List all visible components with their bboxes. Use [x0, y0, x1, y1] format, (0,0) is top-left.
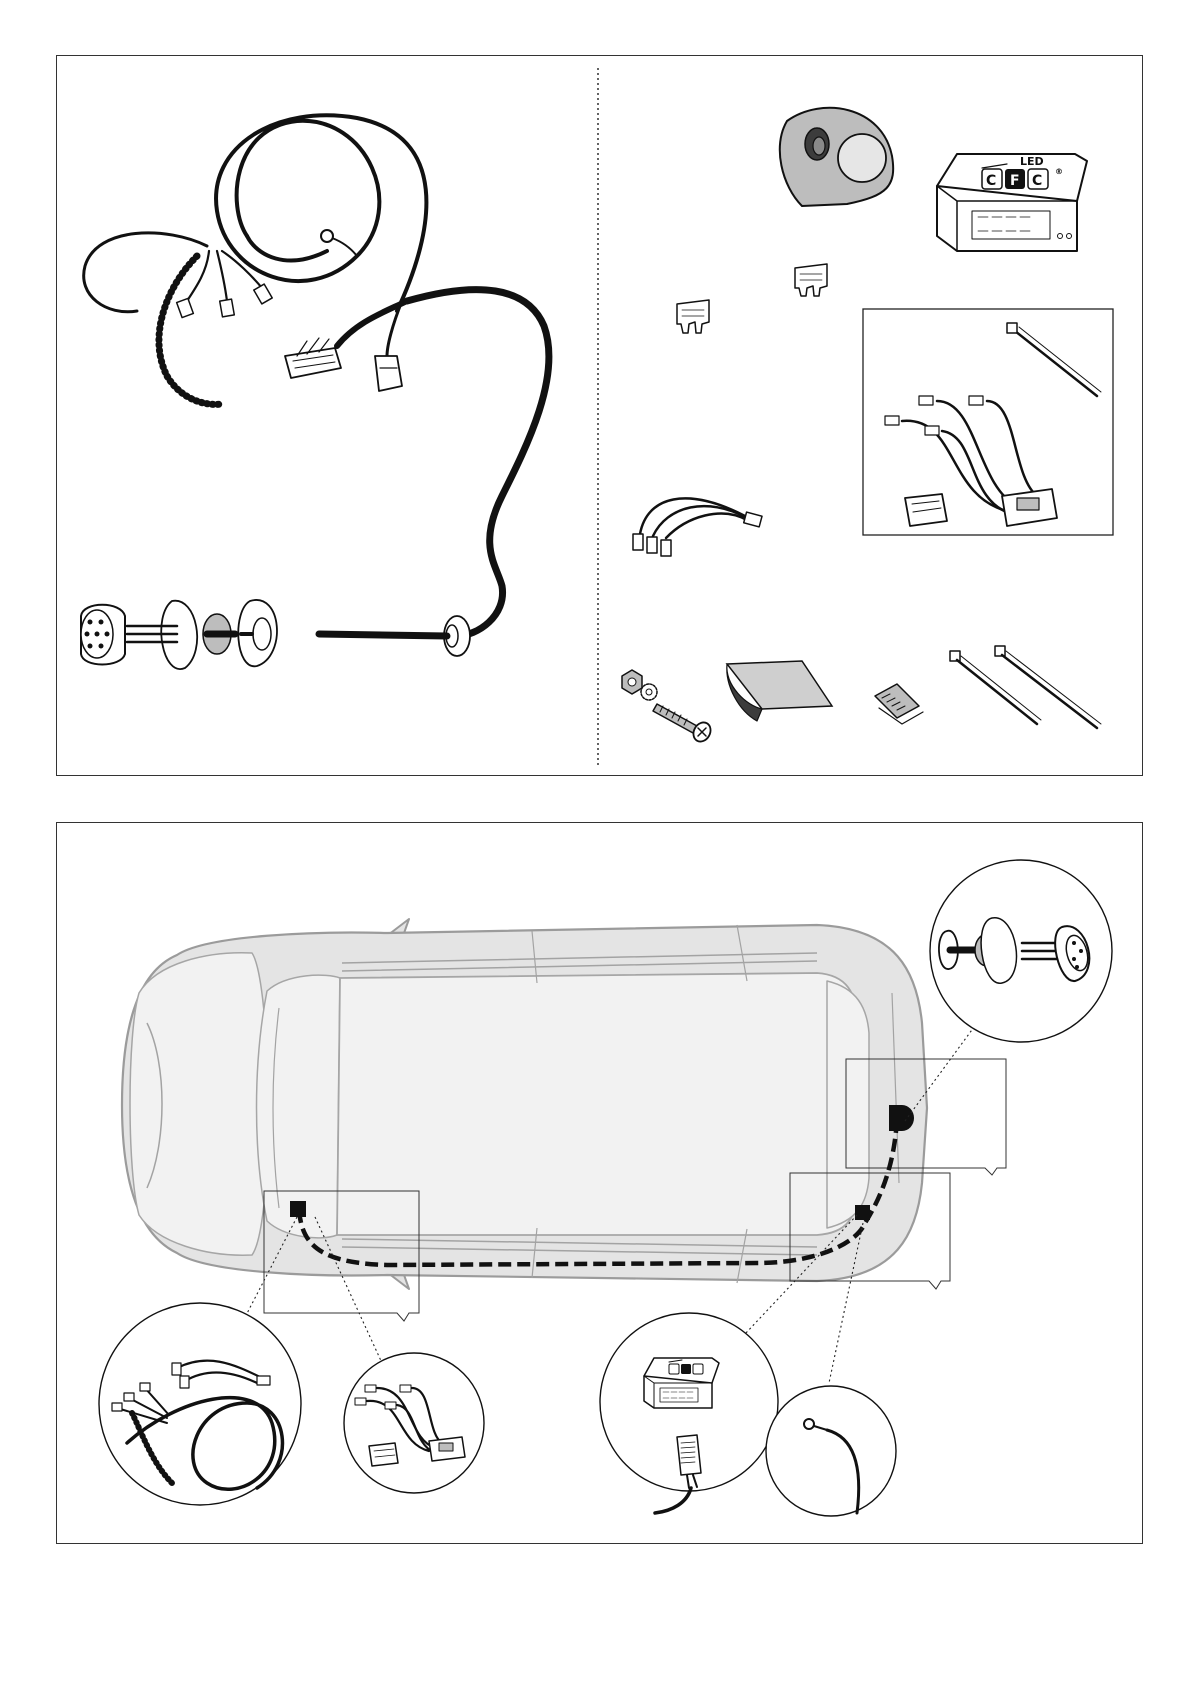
connector-kit-icon [863, 309, 1113, 535]
fuse-icon [795, 264, 827, 296]
callout-module [600, 1313, 778, 1513]
nut-icon [622, 670, 642, 694]
callout-tow-socket [930, 860, 1112, 1042]
wiring-harness-icon [81, 115, 549, 669]
parts-drawing: LED C F C ® [57, 56, 1144, 777]
parts-panel: LED C F C ® [56, 55, 1143, 776]
installation-drawing [57, 823, 1144, 1545]
module-connection-point [855, 1205, 870, 1220]
fuse-icon [677, 300, 709, 333]
module-brand-led: LED [1020, 155, 1044, 168]
socket-icon [780, 108, 893, 206]
cable-tie-icon [950, 651, 1041, 724]
module-letter-c2: C [1032, 173, 1042, 189]
module-icon: LED C F C ® [937, 154, 1087, 251]
adapter-cable-icon [633, 498, 762, 556]
module-letter-c1: C [986, 173, 996, 189]
installation-panel [56, 822, 1143, 1544]
sticker-icon [727, 661, 832, 721]
clip-icon [875, 684, 923, 724]
screw-icon [653, 704, 714, 745]
callout-connector [344, 1353, 484, 1493]
callout-ground [766, 1386, 896, 1516]
front-connection-point [290, 1201, 306, 1217]
module-ports [972, 211, 1050, 239]
module-icon [644, 1358, 719, 1408]
module-letter-f: F [1010, 173, 1020, 189]
callout-harness [99, 1303, 301, 1505]
washer-icon [641, 684, 657, 700]
car-topview-icon [122, 919, 927, 1289]
module-trademark: ® [1055, 167, 1063, 176]
cable-tie-icon [995, 646, 1101, 728]
tow-socket-marker [889, 1105, 914, 1131]
